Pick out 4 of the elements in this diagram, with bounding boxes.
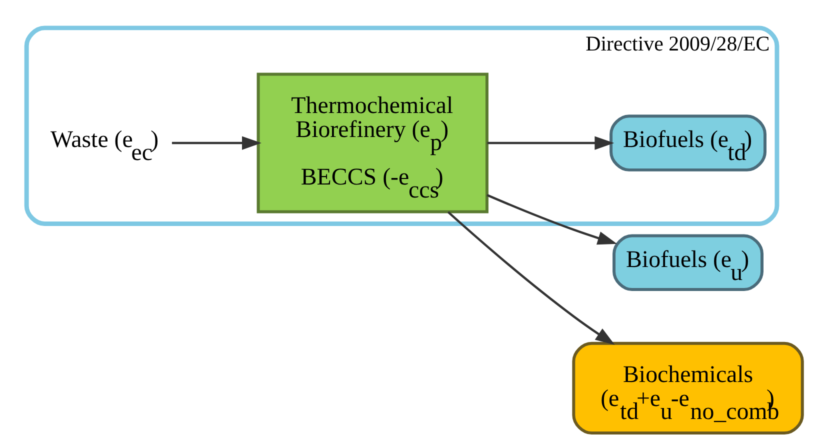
arrow	[172, 136, 262, 150]
arrow	[447, 210, 615, 344]
arrow	[487, 136, 614, 150]
arrow	[486, 194, 618, 244]
